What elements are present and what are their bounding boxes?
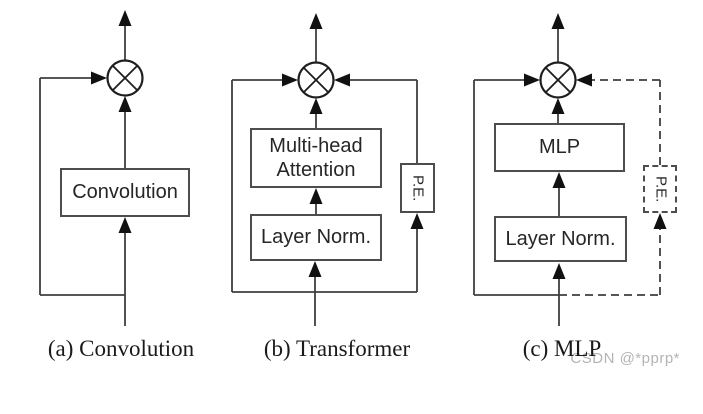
- multiply-operator-node: [106, 59, 144, 97]
- input-arrow: [308, 261, 322, 326]
- arrowhead-up-icon: [309, 188, 323, 204]
- arrowhead-up-icon: [410, 213, 424, 229]
- layer-norm-block-b: Layer Norm.: [250, 214, 382, 261]
- positional-encoding-branch-dashed: [559, 79, 661, 296]
- layer-norm-block-c: Layer Norm.: [494, 216, 627, 262]
- multiply-operator-node: [297, 61, 335, 99]
- residual-skip-connection: [473, 73, 559, 296]
- layer-norm-label-b: Layer Norm.: [260, 226, 372, 249]
- positional-encoding-block-c: P.E.: [643, 165, 677, 213]
- block-to-operator-arrow: [551, 98, 565, 123]
- arrowhead-left-icon: [576, 73, 592, 87]
- arrowhead-left-icon: [334, 73, 350, 87]
- block-to-operator-arrow: [118, 96, 132, 168]
- arrowhead-up-icon: [309, 98, 323, 114]
- multi-head-attention-label: Multi-head Attention: [269, 134, 363, 181]
- arrowhead-up-icon: [552, 172, 566, 188]
- multiply-operator-node: [539, 61, 577, 99]
- block-to-operator-arrow: [309, 98, 323, 128]
- arrowhead-right-icon: [91, 71, 107, 85]
- arrowhead-up-icon: [118, 96, 132, 112]
- mlp-block: MLP: [494, 123, 625, 172]
- positional-encoding-label-b: P.E.: [409, 174, 427, 202]
- arrowhead-up-icon: [118, 10, 132, 26]
- arrowhead-right-icon: [282, 73, 298, 87]
- convolution-block: Convolution: [60, 168, 190, 217]
- caption-c: (c) MLP: [522, 336, 602, 361]
- panel-a-wiring: [39, 10, 144, 326]
- output-arrow: [309, 13, 323, 63]
- arrowhead-up-icon: [552, 263, 566, 279]
- convolution-block-label: Convolution: [72, 181, 178, 204]
- norm-to-mlp-arrow: [552, 172, 566, 216]
- arrowhead-up-icon: [653, 213, 667, 229]
- output-arrow: [551, 13, 565, 63]
- operator-cross-line: [111, 64, 139, 92]
- positional-encoding-block-b: P.E.: [400, 163, 435, 213]
- arrowhead-up-icon: [118, 217, 132, 233]
- output-arrow: [118, 10, 132, 61]
- panel-b-wiring: [231, 13, 424, 326]
- operator-cross-line: [302, 66, 330, 94]
- positional-encoding-branch: [334, 73, 424, 292]
- arrowhead-up-icon: [309, 13, 323, 29]
- layer-norm-label-c: Layer Norm.: [505, 227, 616, 250]
- operator-cross-line: [544, 66, 572, 94]
- positional-encoding-branch-arrowheads: [576, 73, 667, 229]
- arrowhead-right-icon: [524, 73, 540, 87]
- caption-b: (b) Transformer: [263, 336, 411, 361]
- panel-c-wiring: [473, 13, 667, 326]
- input-arrow: [118, 217, 132, 326]
- caption-a: (a) Convolution: [47, 336, 195, 361]
- positional-encoding-label-c: P.E.: [652, 175, 670, 203]
- arrowhead-up-icon: [551, 13, 565, 29]
- residual-skip-connection: [39, 71, 125, 296]
- arrowhead-up-icon: [308, 261, 322, 277]
- norm-to-attention-arrow: [309, 188, 323, 214]
- multi-head-attention-block: Multi-head Attention: [250, 128, 382, 188]
- arrowhead-up-icon: [551, 98, 565, 114]
- watermark: CSDN @*pprp*: [570, 350, 680, 367]
- residual-skip-connection: [231, 73, 417, 293]
- input-arrow: [552, 263, 566, 326]
- mlp-block-label: MLP: [538, 136, 581, 159]
